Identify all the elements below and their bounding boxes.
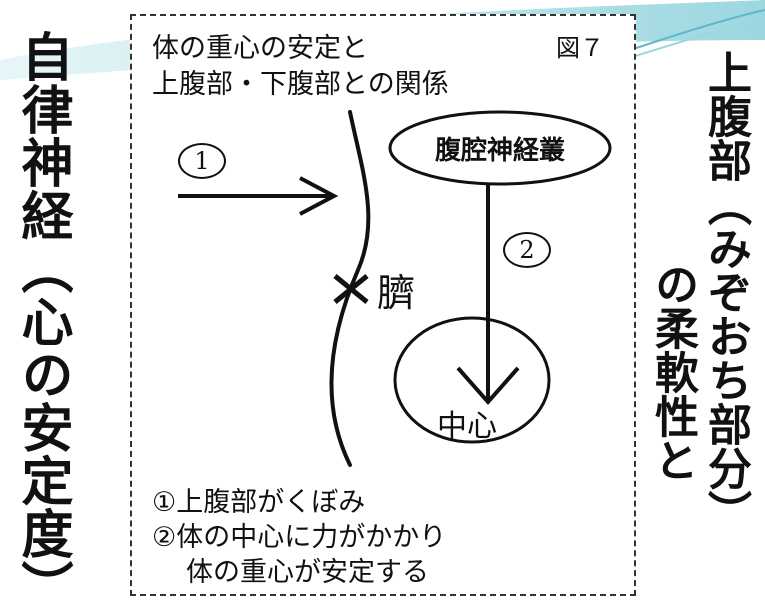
body-contour (329, 110, 371, 467)
note-line1: ①上腹部がくぼみ (152, 487, 366, 518)
figure-box (130, 14, 636, 596)
step-2-marker: 2 (503, 232, 551, 268)
center-ellipse (393, 316, 551, 444)
step-1-marker: 1 (178, 143, 226, 179)
figure-title-line1: 体の重心の安定と (152, 33, 368, 64)
left-vertical-title: 自律神経（心の安定度） (12, 30, 73, 613)
arrow-1-head (299, 176, 339, 216)
plexus-ellipse (388, 110, 612, 186)
right-vertical-title-line2: の柔軟性と (647, 262, 698, 482)
arrow-2-head (456, 366, 520, 406)
figure-title-line2: 上腹部・下腹部との関係 (152, 69, 449, 100)
note-line2: ②体の中心に力がかかり (152, 522, 447, 553)
navel-x-b (333, 274, 369, 304)
plexus-label: 腹腔神経叢 (434, 135, 565, 166)
note-line3: 体の重心が安定する (186, 557, 429, 588)
right-vertical-title-line1: 上腹部（みぞおち部分） (700, 50, 751, 534)
figure-number: 図７ (556, 34, 604, 62)
center-label: 中心 (437, 409, 497, 444)
navel-label: 臍 (377, 271, 416, 315)
